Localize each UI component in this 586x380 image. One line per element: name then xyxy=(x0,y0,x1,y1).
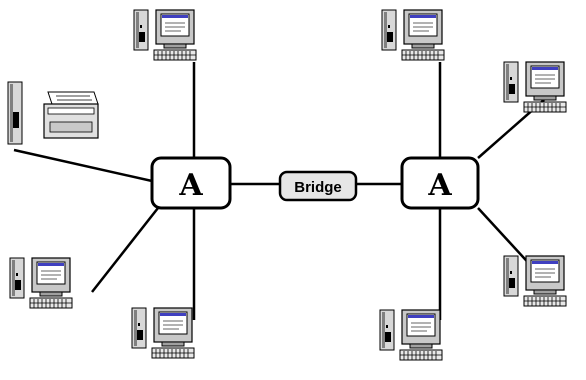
bridge: Bridge xyxy=(278,170,358,202)
printer-icon-left xyxy=(7,81,99,145)
computer-icon-right-lower xyxy=(503,255,567,307)
computer-icon-right-bottom xyxy=(379,309,443,361)
computer-icon-left-top xyxy=(133,9,197,61)
line-left-printer xyxy=(13,148,153,183)
computer-icon-right-top xyxy=(381,9,445,61)
line-left-lowerleft xyxy=(91,207,159,293)
hub-right-label: A xyxy=(427,168,452,203)
hub-right: A xyxy=(400,156,480,210)
bridge-label: Bridge xyxy=(294,179,342,196)
computer-icon-left-bottom xyxy=(131,307,195,359)
hub-left: A xyxy=(150,156,232,210)
computer-icon-right-upper xyxy=(503,61,567,113)
computer-icon-left-lower xyxy=(9,257,73,309)
hub-left-label: A xyxy=(178,168,203,203)
